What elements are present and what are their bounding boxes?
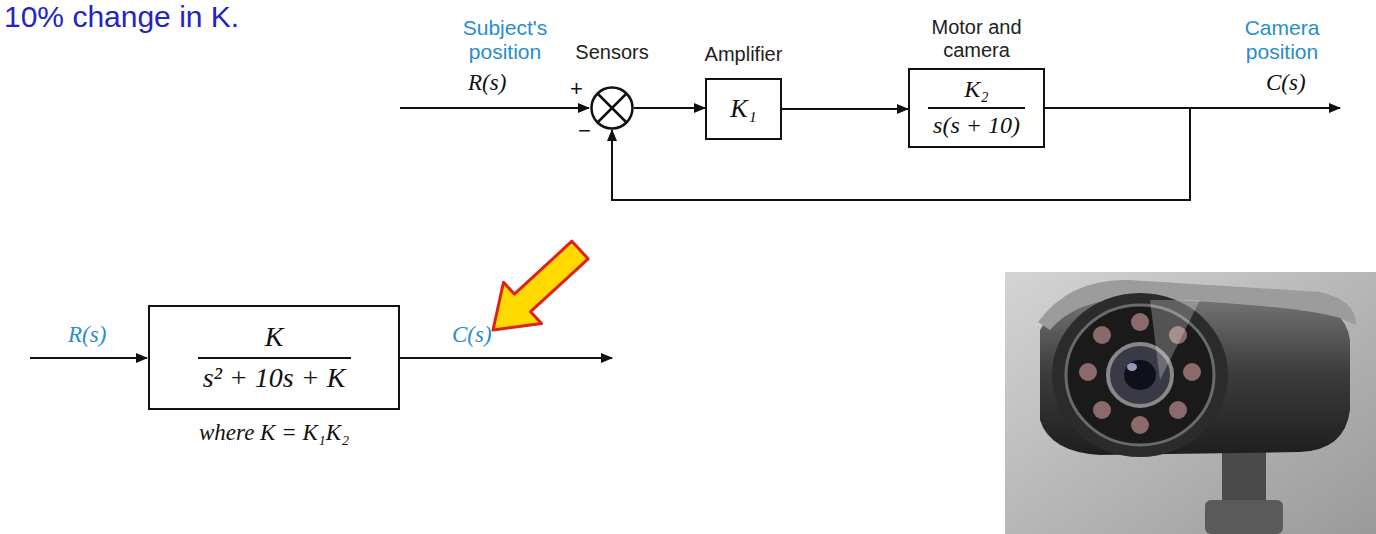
transfer-function-block: Ks² + 10s + K: [148, 305, 400, 410]
block-label: Sensors: [552, 41, 672, 64]
input-wire: [30, 357, 147, 359]
highlight-arrow: [493, 241, 588, 330]
note-text: 10% change in K.: [4, 0, 239, 35]
amplifier-block: AmplifierK₁: [705, 78, 782, 140]
signal-name: R(s): [468, 70, 506, 96]
block-label: Motor and camera: [921, 16, 1033, 62]
plant-block: Motor and cameraK₂s(s + 10): [908, 68, 1045, 148]
signal-name: Camera position: [1227, 16, 1337, 64]
output-wire: [400, 357, 612, 359]
signal-name: Subject's position: [440, 16, 570, 64]
signal-arrow: [782, 108, 908, 110]
gain-value: K₁: [730, 94, 756, 124]
fraction-numerator: K: [265, 321, 284, 353]
signal-name: C(s): [452, 322, 492, 348]
sign-symbol: −: [578, 118, 591, 143]
signal-name: R(s): [68, 322, 106, 348]
signal-arrow: [634, 107, 705, 109]
sign-symbol: +: [570, 76, 583, 101]
junction-symbol: [590, 86, 634, 130]
fraction-numerator: K₂: [964, 76, 988, 104]
note-text: where K = K₁K₂: [199, 420, 349, 446]
summing-junction: Sensors: [590, 86, 634, 130]
camera-photo: [1005, 272, 1376, 534]
block-label: Amplifier: [674, 43, 814, 66]
signal-name: C(s): [1266, 70, 1306, 96]
input-wire: [400, 107, 589, 109]
fraction-bar: [198, 357, 351, 359]
fraction-denominator: s(s + 10): [933, 112, 1020, 140]
feedback-path: [612, 108, 1190, 200]
fraction-bar: [928, 107, 1025, 109]
fraction-denominator: s² + 10s + K: [203, 362, 346, 394]
